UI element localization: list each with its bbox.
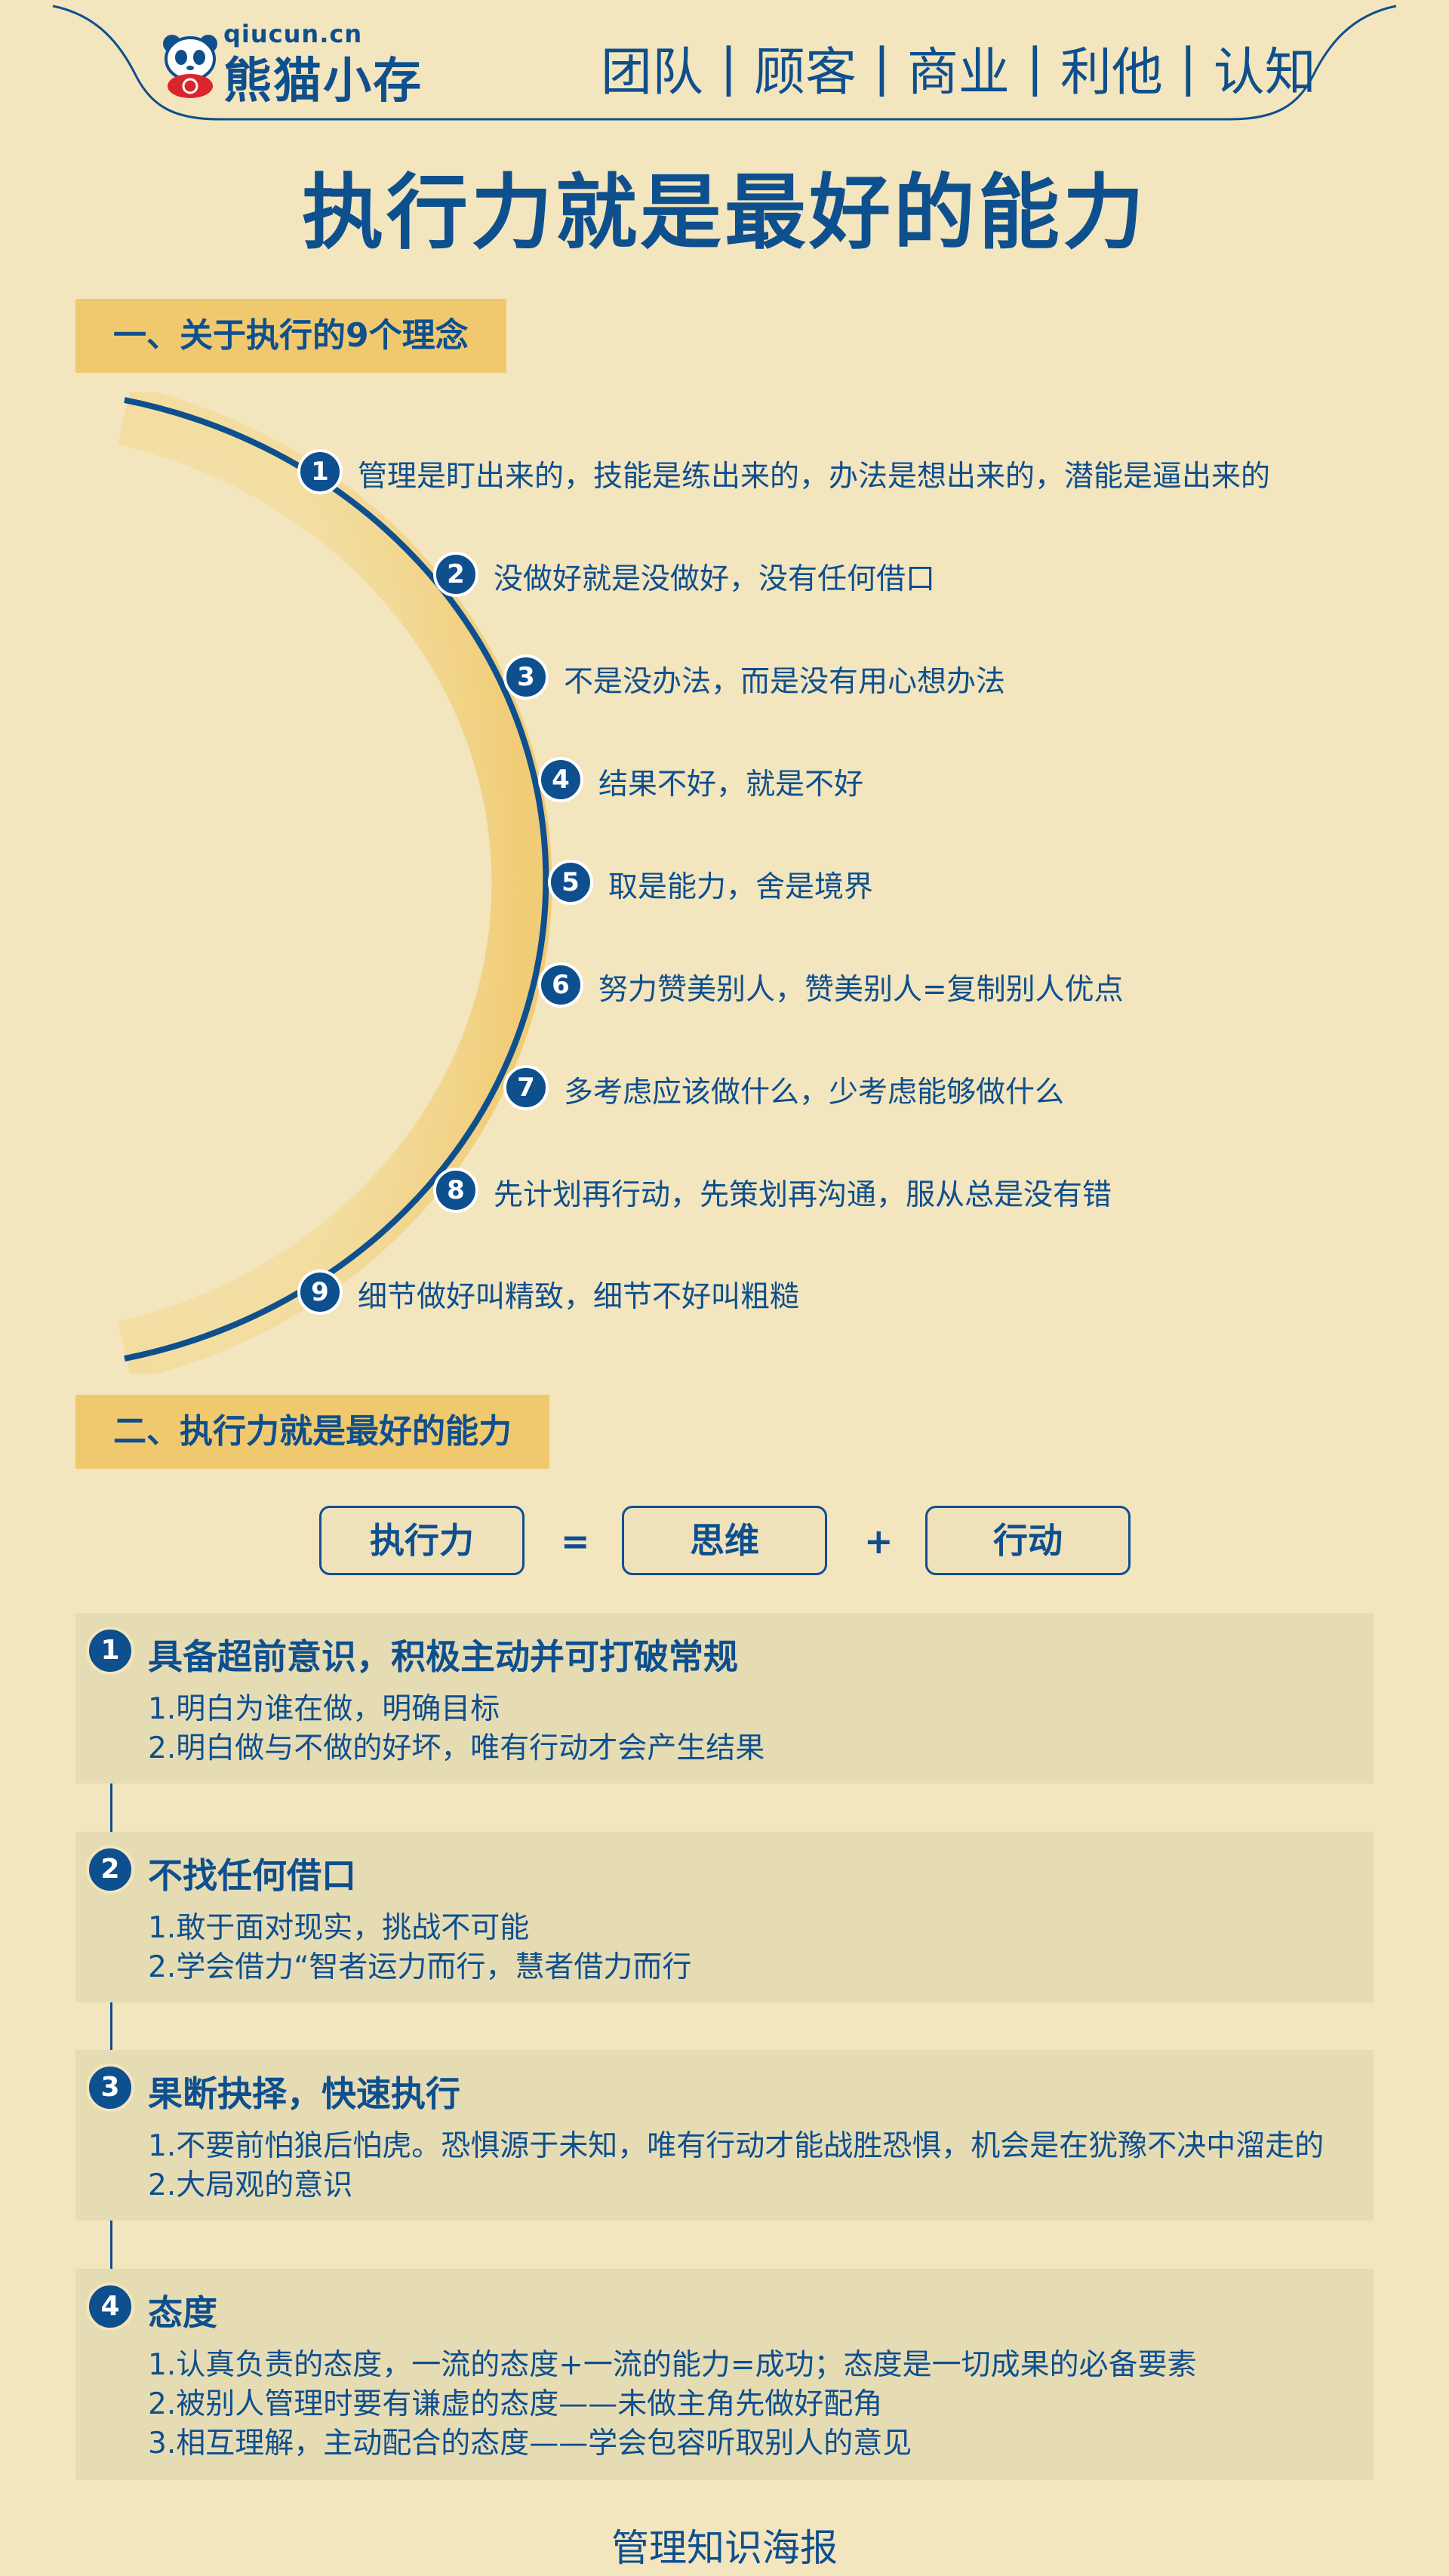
principle-text: 取是能力，舍是境界 [608, 870, 874, 904]
principle-text: 管理是盯出来的，技能是练出来的，办法是想出来的，潜能是逼出来的 [358, 460, 1271, 494]
principle-card [75, 1832, 1374, 2002]
principle-card [75, 2269, 1374, 2480]
formula-thinking-box: 思维 [622, 1506, 827, 1575]
page-title: 执行力就是最好的能力 [301, 166, 1147, 260]
logo-url: qiucun.cn [223, 20, 363, 48]
principle-text: 细节做好叫精致，细节不好叫粗糙 [358, 1280, 800, 1314]
nav-item-altruism[interactable]: 利他 [1060, 42, 1163, 103]
card-number: 2 [86, 1845, 134, 1894]
principle-text: 没做好就是没做好，没有任何借口 [494, 562, 936, 596]
section-label-principles: 一、关于执行的9个理念 [75, 299, 506, 373]
card-line: 1.不要前怕狼后怕虎。恐惧源于未知，唯有行动才能战胜恐惧，机会是在犹豫不决中溜走… [148, 2129, 1324, 2163]
principle-text: 先计划再行动，先策划再沟通，服从总是没有错 [494, 1178, 1112, 1212]
principle-text: 多考虑应该做什么，少考虑能够做什么 [564, 1076, 1065, 1109]
nav-separator: | [1179, 37, 1197, 97]
card-line: 2.明白做与不做的好坏，唯有行动才会产生结果 [148, 1731, 765, 1765]
principle-text: 努力赞美别人，赞美别人=复制别人优点 [598, 973, 1124, 1007]
card-line: 2.大局观的意识 [148, 2168, 353, 2202]
card-line: 2.学会借力“智者运力而行，慧者借力而行 [148, 1950, 692, 1984]
card-title: 不找任何借口 [148, 1855, 356, 1896]
card-number: 4 [86, 2282, 134, 2331]
principle-number: 4 [538, 757, 583, 802]
principle-number: 3 [503, 654, 549, 700]
card-title: 态度 [148, 2292, 217, 2333]
principle-text: 结果不好，就是不好 [598, 768, 864, 802]
card-title: 果断抉择，快速执行 [148, 2073, 460, 2114]
section-label-execution: 二、执行力就是最好的能力 [75, 1395, 549, 1469]
card-number: 3 [86, 2064, 134, 2112]
card-line: 1.认真负责的态度，一流的态度+一流的能力=成功；态度是一切成果的必备要素 [148, 2348, 1197, 2382]
nav-separator: | [872, 37, 891, 97]
nav-item-customer[interactable]: 顾客 [753, 42, 857, 103]
principle-number: 7 [503, 1065, 549, 1110]
card-line: 2.被别人管理时要有谦虚的态度——未做主角先做好配角 [148, 2387, 883, 2421]
card-line: 3.相互理解，主动配合的态度——学会包容听取别人的意见 [148, 2427, 912, 2461]
nav-separator: | [720, 37, 737, 97]
header-nav: 团队 | 顾客 | 商业 | 利他 | 认知 [598, 33, 1319, 103]
panda-logo-icon [163, 35, 217, 98]
principle-card [75, 1613, 1374, 1784]
principle-number: 8 [433, 1168, 478, 1213]
formula-action-box: 行动 [925, 1506, 1131, 1575]
principle-number: 9 [297, 1270, 343, 1315]
nav-separator: | [1026, 37, 1044, 97]
principle-number: 1 [297, 449, 343, 494]
card-number: 1 [86, 1627, 134, 1675]
card-line: 1.明白为谁在做，明确目标 [148, 1692, 500, 1726]
principle-number: 6 [538, 962, 583, 1008]
card-line: 1.敢于面对现实，挑战不可能 [148, 1911, 530, 1945]
formula-execution-box: 执行力 [319, 1506, 525, 1575]
nav-item-business[interactable]: 商业 [906, 42, 1010, 103]
footer-label: 管理知识海报 [611, 2526, 838, 2570]
formula-equals: = [561, 1521, 590, 1562]
principle-number: 5 [548, 860, 593, 905]
header-bar [52, 5, 1397, 121]
formula-plus: + [864, 1521, 894, 1562]
card-title: 具备超前意识，积极主动并可打破常规 [148, 1636, 738, 1677]
principle-number: 2 [433, 552, 478, 597]
nav-item-cognition[interactable]: 认知 [1213, 42, 1316, 103]
logo-name: 熊猫小存 [223, 54, 423, 109]
nav-item-team[interactable]: 团队 [601, 42, 704, 103]
principle-card [75, 2050, 1374, 2221]
principle-text: 不是没办法，而是没有用心想办法 [564, 665, 1006, 699]
